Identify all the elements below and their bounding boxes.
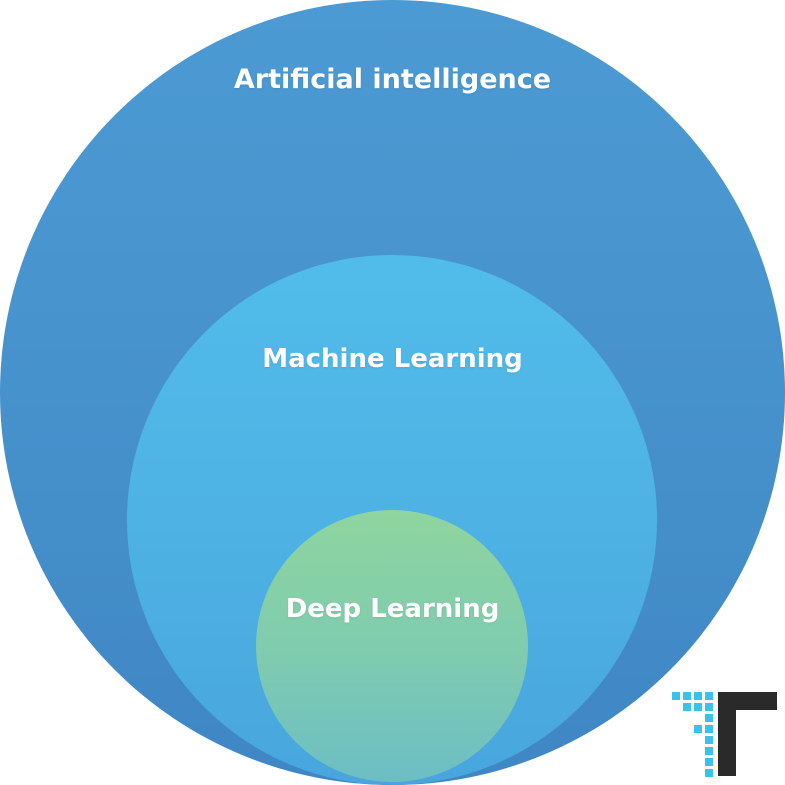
ml-label: Machine Learning: [262, 344, 523, 374]
dl-label: Deep Learning: [285, 594, 500, 624]
pixel-t-logo-icon: [672, 692, 777, 777]
ai-label: Artificial intelligence: [233, 64, 552, 95]
dl-circle: [256, 510, 528, 782]
